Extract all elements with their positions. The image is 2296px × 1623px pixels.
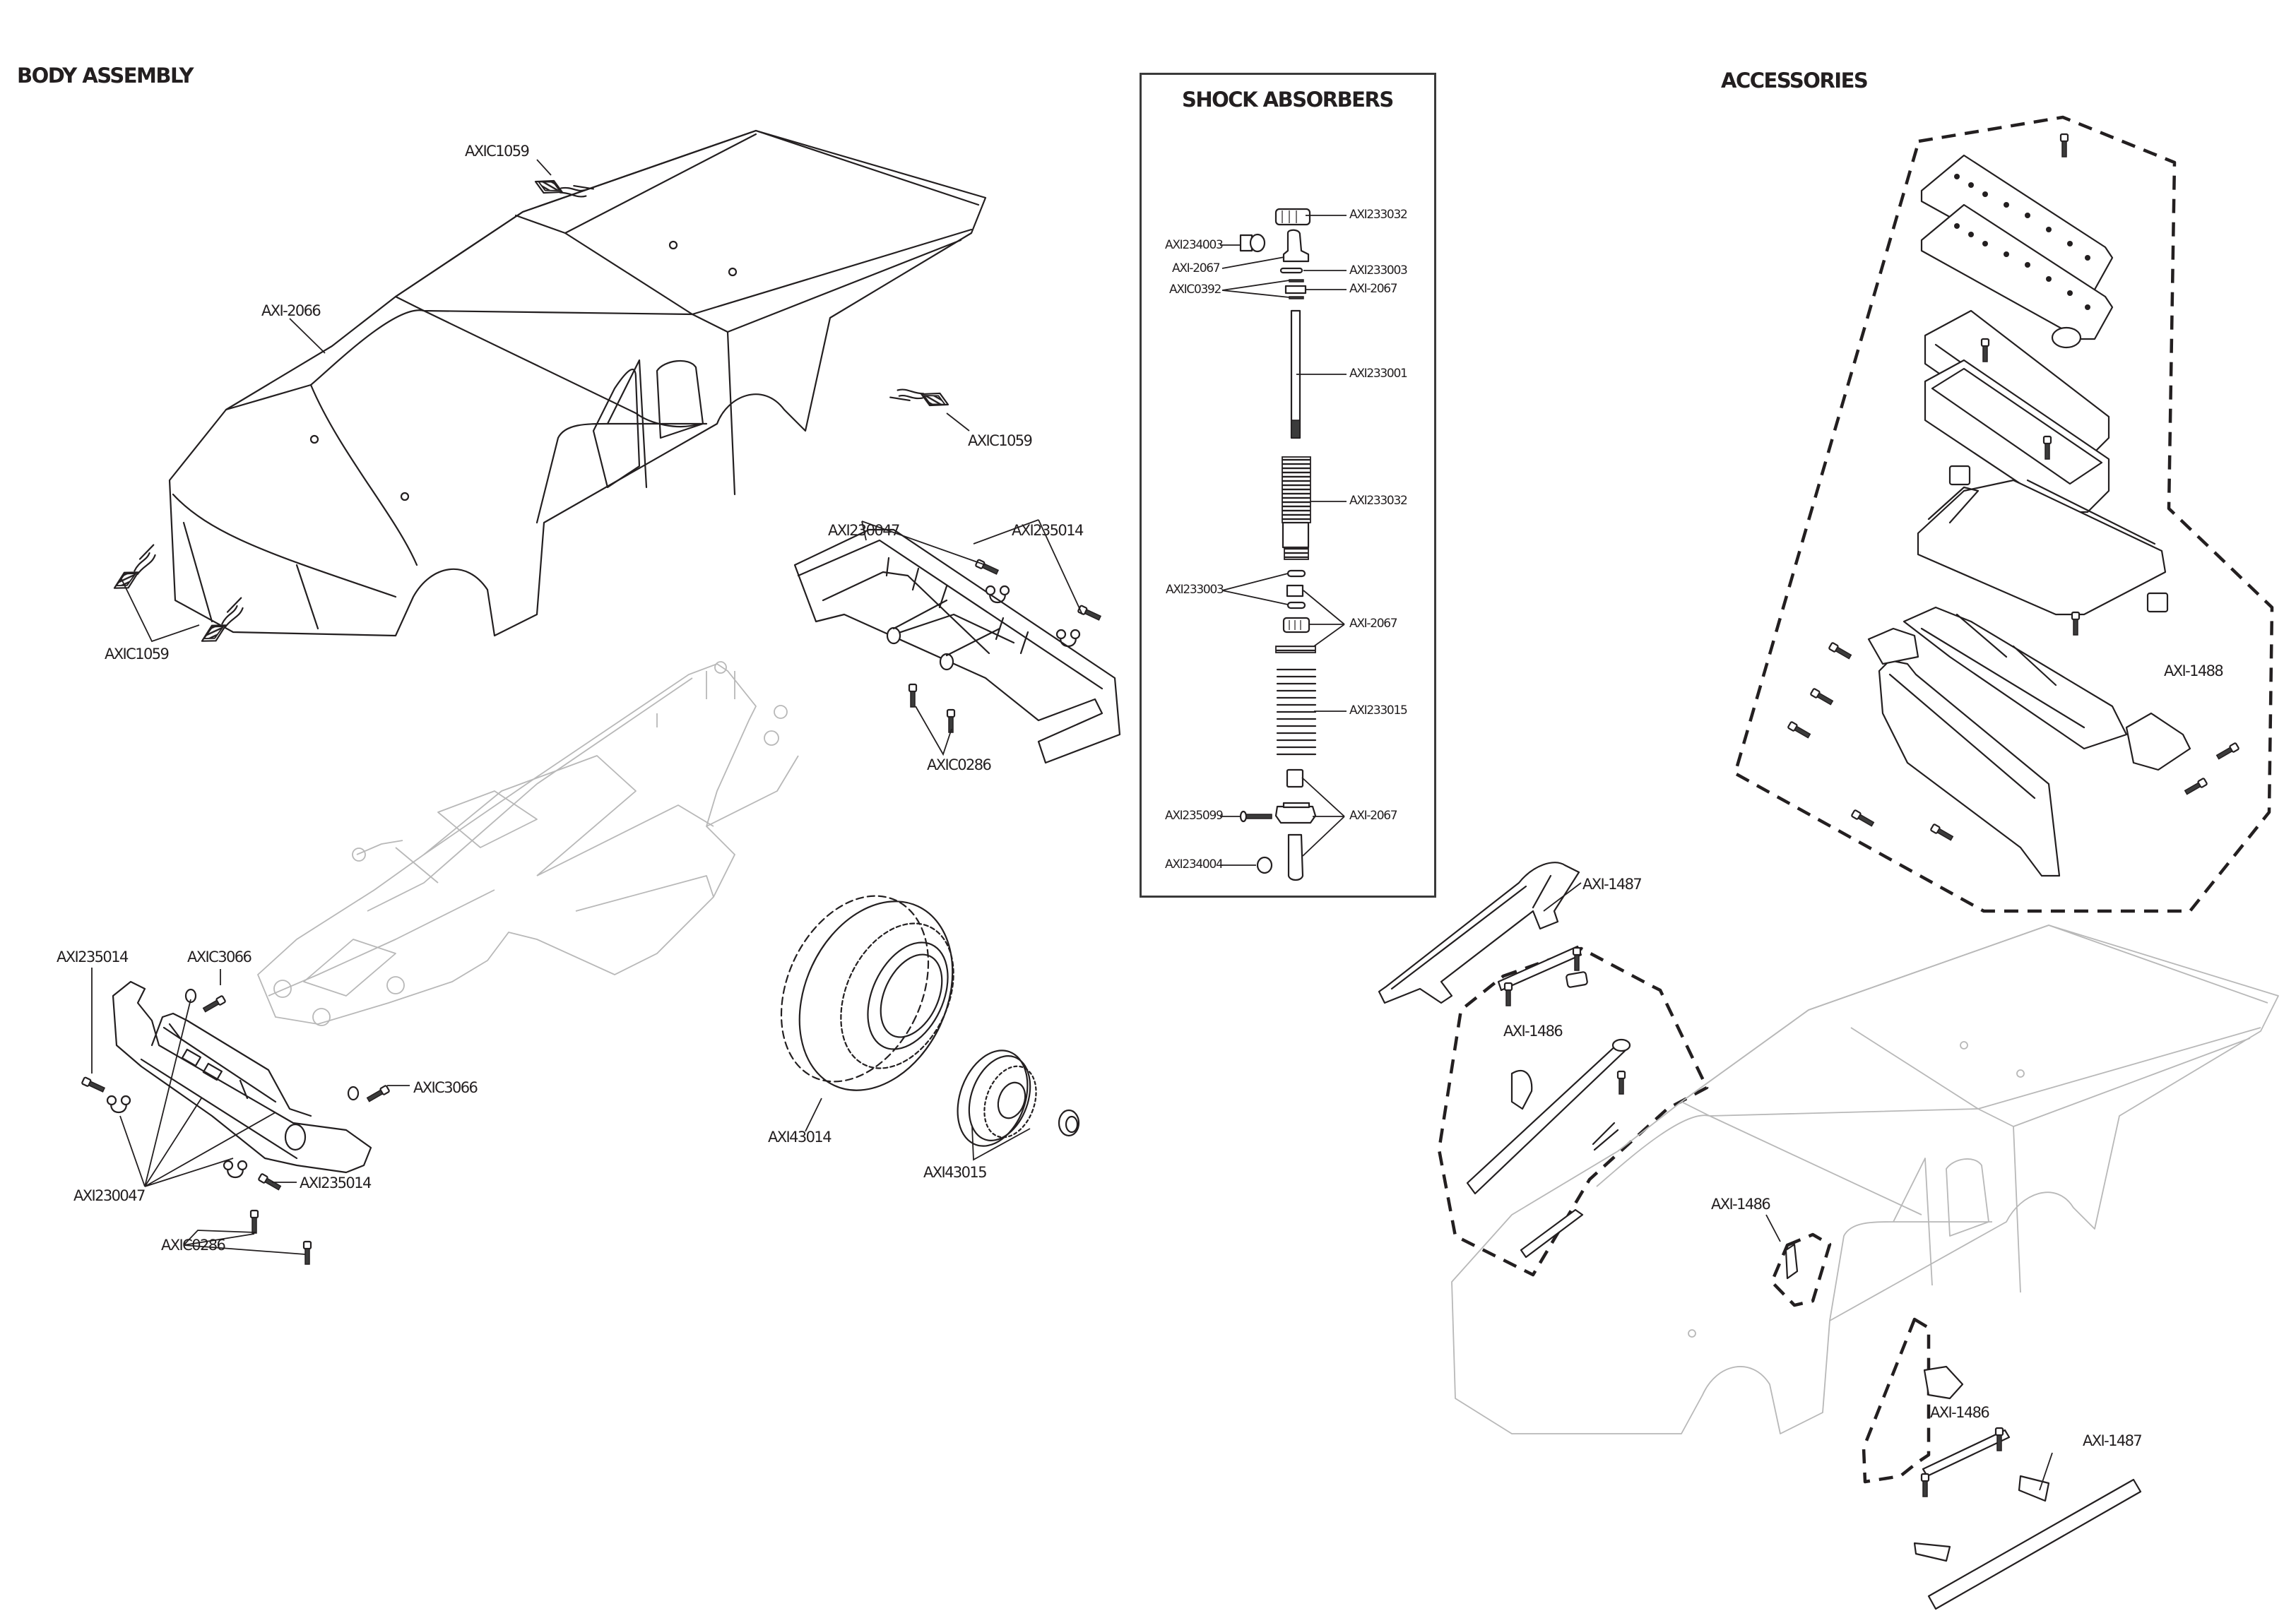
rear-bolt-1 <box>908 683 918 708</box>
label-body: AXI-2066 <box>261 302 321 319</box>
front-screw-right <box>365 1084 391 1104</box>
label-rear-bumper: AXI230047 <box>828 522 900 539</box>
label-front-screw-right: AXIC3066 <box>413 1079 478 1096</box>
label-side-light-kit: AXI-1486 <box>1930 1404 1990 1421</box>
tire-drawing <box>780 895 954 1132</box>
section-title-accessories: ACCESSORIES <box>1721 69 1869 93</box>
spring <box>1276 668 1317 756</box>
rear-bumper-drawing <box>793 528 1121 764</box>
label-front-screw-top: AXIC3066 <box>187 949 252 965</box>
label-mirror-kit: AXI-1486 <box>1711 1196 1771 1213</box>
front-screw-left <box>81 1076 106 1094</box>
shock-parts-drawing <box>1220 208 1347 881</box>
chassis-drawing <box>256 661 799 1026</box>
label-rock-slider-top: AXI-1487 <box>1582 876 1643 893</box>
label-shock-rod-end-group: AXI-2067 <box>1349 809 1398 823</box>
label-shock-eclips: AXIC0392 <box>1169 283 1221 297</box>
label-shock-screw: AXI235099 <box>1165 809 1224 823</box>
side-light-kit-boundary <box>1862 1317 1931 1484</box>
label-shock-pivot-ball: AXI234004 <box>1165 857 1224 872</box>
label-shock-orings: AXI233003 <box>1166 583 1224 597</box>
light-bar-kit-boundary <box>1437 946 1709 1277</box>
wheel-drawing <box>957 1050 1080 1161</box>
label-tire: AXI43014 <box>768 1129 832 1146</box>
body-clip-front-1 <box>104 544 167 595</box>
label-shock-body: AXI233032 <box>1349 494 1408 508</box>
label-rock-slider-bottom: AXI-1487 <box>2083 1432 2143 1449</box>
label-light-bar-kit: AXI-1486 <box>1503 1023 1563 1040</box>
front-screw-top <box>201 994 227 1014</box>
label-body-clip-front: AXIC1059 <box>105 646 170 662</box>
rear-shackle-2 <box>1055 629 1081 648</box>
front-bolt-2 <box>302 1240 312 1266</box>
body-clip-rear <box>889 371 952 425</box>
label-shock-piston: AXI-2067 <box>1349 282 1398 296</box>
mirror-drawing <box>1785 1243 1799 1280</box>
label-shock-collar-group: AXI-2067 <box>1349 617 1398 631</box>
shock-absorbers-panel <box>1140 73 1436 898</box>
label-shock-ball-end: AXI234003 <box>1165 238 1224 252</box>
label-wheel: AXI43015 <box>923 1164 988 1181</box>
truck-body-drawing <box>168 129 987 637</box>
label-roof-rack-kit: AXI-1488 <box>2164 662 2224 679</box>
front-bolt-1 <box>249 1209 259 1235</box>
body-clip-front-2 <box>191 597 254 648</box>
section-title-shock-absorbers: SHOCK ABSORBERS <box>1182 88 1394 112</box>
label-shock-spring: AXI233015 <box>1349 703 1408 718</box>
rock-slider-bottom-drawing <box>1913 1452 2142 1610</box>
light-bar-drawing <box>1466 945 1631 1259</box>
label-shock-oring-top: AXI233003 <box>1349 263 1408 278</box>
label-front-shackle-screw: AXI235014 <box>300 1175 372 1191</box>
front-shackle-right <box>223 1160 248 1179</box>
label-rear-bumper-screw: AXI235014 <box>1012 522 1084 539</box>
label-body-clip-top: AXIC1059 <box>465 143 530 160</box>
label-shock-shaft: AXI233001 <box>1349 367 1408 381</box>
label-body-clip-rear: AXIC1059 <box>968 432 1033 449</box>
label-front-bumper-bolts: AXIC0286 <box>161 1237 226 1254</box>
front-bumper-drawing <box>112 980 372 1174</box>
reference-truck-drawing <box>1451 925 2279 1434</box>
rock-slider-top-drawing <box>1378 862 1582 1004</box>
label-shock-cap: AXI233032 <box>1349 208 1408 222</box>
rear-bumper-screw-1 <box>974 558 1000 576</box>
front-shackle-left <box>106 1095 131 1114</box>
side-light-drawing <box>1920 1365 2011 1498</box>
label-shock-cap-insert: AXI-2067 <box>1172 261 1221 275</box>
mirror-kit-boundary <box>1770 1232 1832 1307</box>
roof-rack-kit-boundary <box>1733 115 2274 913</box>
section-title-body-assembly: BODY ASSEMBLY <box>17 64 194 88</box>
label-rear-bumper-bolts: AXIC0286 <box>927 756 992 773</box>
roof-rack-drawing <box>1867 133 2191 877</box>
front-tab-right <box>347 1086 360 1101</box>
front-tab-top <box>184 988 197 1004</box>
label-front-bumper: AXI230047 <box>73 1187 146 1204</box>
label-front-screw-left: AXI235014 <box>57 949 129 965</box>
